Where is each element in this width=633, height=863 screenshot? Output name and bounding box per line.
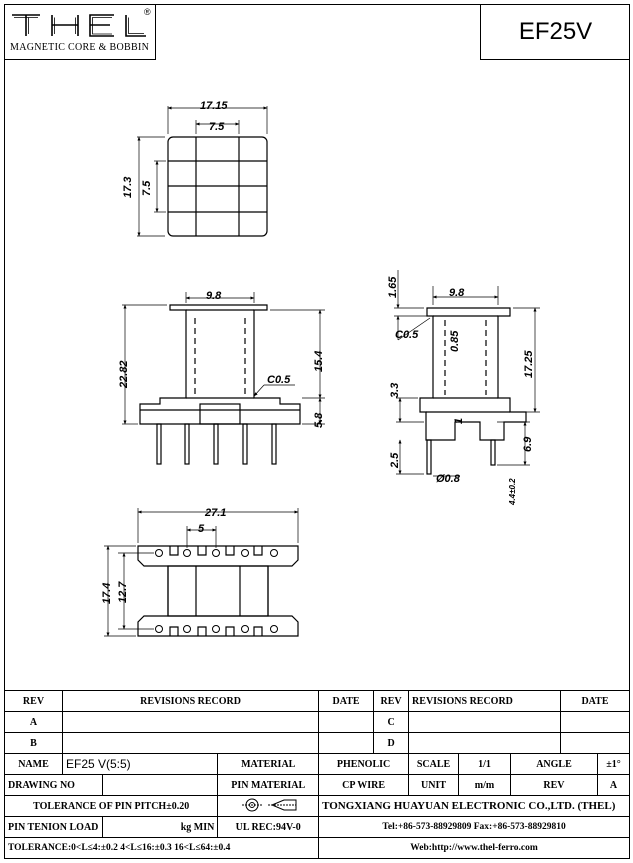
ul-rec: UL REC:94V-0 <box>217 816 320 838</box>
rev-a: A <box>4 711 63 733</box>
material-value: PHENOLIC <box>318 753 410 775</box>
angle-value: ±1° <box>596 753 631 775</box>
first-angle-projection-icon <box>242 798 297 811</box>
dim-side-pin-offset: 6.9 <box>522 436 534 452</box>
revisions-record-header: REVISIONS RECORD <box>61 690 320 712</box>
material-label: MATERIAL <box>217 753 320 775</box>
top-view <box>137 106 268 237</box>
tolerance-pitch: TOLERANCE OF PIN PITCH±0.20 <box>3 795 219 817</box>
dim-front-total-height: 22.82 <box>118 360 130 389</box>
name-label: NAME <box>4 753 63 775</box>
drawing-frame <box>4 4 630 859</box>
company-name: TONGXIANG HUAYUAN ELECTRONIC CO.,LTD. (T… <box>318 795 630 817</box>
tel-fax: Tel:+86-573-88929809 Fax:+86-573-8892981… <box>318 816 630 838</box>
front-view <box>122 292 325 465</box>
dim-side-total-height: 17.25 <box>523 350 535 378</box>
dim-bottom-row-gap: 12.7 <box>117 581 129 603</box>
dim-side-base-height: 3.3 <box>389 383 401 398</box>
rev-label: REV <box>510 774 598 796</box>
dim-top-height: 17.3 <box>122 177 134 198</box>
pin-material-value: CP WIRE <box>318 774 410 796</box>
drawing-no-row: DRAWING NO PIN MATERIAL CP WIRE UNIT m/m… <box>4 774 631 796</box>
rev-d: D <box>373 732 410 754</box>
dim-top-width: 17.15 <box>200 100 228 112</box>
pin-tension-row: PIN TENION LOAD kg MIN UL REC:94V-0 Tel:… <box>4 816 630 838</box>
scale-label: SCALE <box>408 753 460 775</box>
dim-bottom-total-height: 17.4 <box>101 583 113 604</box>
scale-value: 1/1 <box>458 753 511 775</box>
dim-front-winding-height: 15.4 <box>313 351 325 372</box>
dim-front-chamfer: C0.5 <box>267 374 291 386</box>
side-view <box>394 270 540 477</box>
angle-label: ANGLE <box>510 753 598 775</box>
dim-side-chamfer: C0.5 <box>395 329 419 341</box>
dim-side-pin-tolerance: 4.4±0.2 <box>508 478 517 506</box>
dim-top-inner-height: 7.5 <box>141 180 153 196</box>
tolerance-general: TOLERANCE:0<L≤4:±0.2 4<L≤16:±0.3 16<L≤64… <box>3 837 320 859</box>
revision-row-a: A C <box>4 711 631 733</box>
kg-min-label: kg MIN <box>101 816 219 838</box>
dim-side-flange-width: 9.8 <box>449 287 465 299</box>
dim-bottom-total-width: 27.1 <box>204 507 226 519</box>
brand-subtitle: MAGNETIC CORE & BOBBIN <box>10 42 150 53</box>
dim-bottom-pitch: 5 <box>198 523 205 535</box>
dim-top-inner-width: 7.5 <box>209 121 225 133</box>
registered-mark: ® <box>144 7 151 17</box>
dim-side-wall: 0.85 <box>449 330 461 352</box>
title-block-table: REV REVISIONS RECORD DATE REV REVISIONS … <box>3 690 631 859</box>
date-header-2: DATE <box>559 690 631 712</box>
name-value: EF25 V(5:5) <box>61 753 219 775</box>
web-address: Web:http://www.thel-ferro.com <box>318 837 630 859</box>
dim-front-flange-width: 9.8 <box>206 290 222 302</box>
dim-side-pin-length: 2.5 <box>389 452 401 469</box>
unit-label: UNIT <box>408 774 460 796</box>
pin-tension-label: PIN TENION LOAD <box>4 816 103 838</box>
revisions-record-header-2: REVISIONS RECORD <box>408 690 561 712</box>
rev-c: C <box>373 711 410 733</box>
dim-side-top-flange: 1.65 <box>387 276 399 298</box>
tolerance-pitch-row: TOLERANCE OF PIN PITCH±0.20 TONGXIANG HU… <box>3 795 630 817</box>
projection-symbol <box>217 795 320 817</box>
dim-side-step: 1 <box>453 418 465 424</box>
rev-b: B <box>4 732 63 754</box>
part-number: EF25V <box>518 18 593 45</box>
logo-box: ® MAGNETIC CORE & BOBBIN <box>4 4 156 60</box>
drawing-no-label: DRAWING NO <box>4 774 103 796</box>
bottom-view <box>104 508 299 637</box>
part-number-box: EF25V <box>480 4 630 60</box>
rev-value: A <box>596 774 631 796</box>
revision-header-row: REV REVISIONS RECORD DATE REV REVISIONS … <box>4 690 631 712</box>
pin-material-label: PIN MATERIAL <box>217 774 320 796</box>
revision-row-b: B D <box>4 732 631 754</box>
name-row: NAME EF25 V(5:5) MATERIAL PHENOLIC SCALE… <box>4 753 631 775</box>
thel-logo <box>12 14 146 37</box>
unit-value: m/m <box>458 774 511 796</box>
rev-header-2: REV <box>373 690 410 712</box>
dim-front-base-height: 5.8 <box>313 412 325 428</box>
dim-side-pin-diameter: Ø0.8 <box>436 473 461 485</box>
technical-drawing: 17.15 7.5 17.3 7.5 <box>101 100 540 637</box>
date-header: DATE <box>318 690 375 712</box>
tolerance-general-row: TOLERANCE:0<L≤4:±0.2 4<L≤16:±0.3 16<L≤64… <box>3 837 630 859</box>
rev-header: REV <box>4 690 63 712</box>
